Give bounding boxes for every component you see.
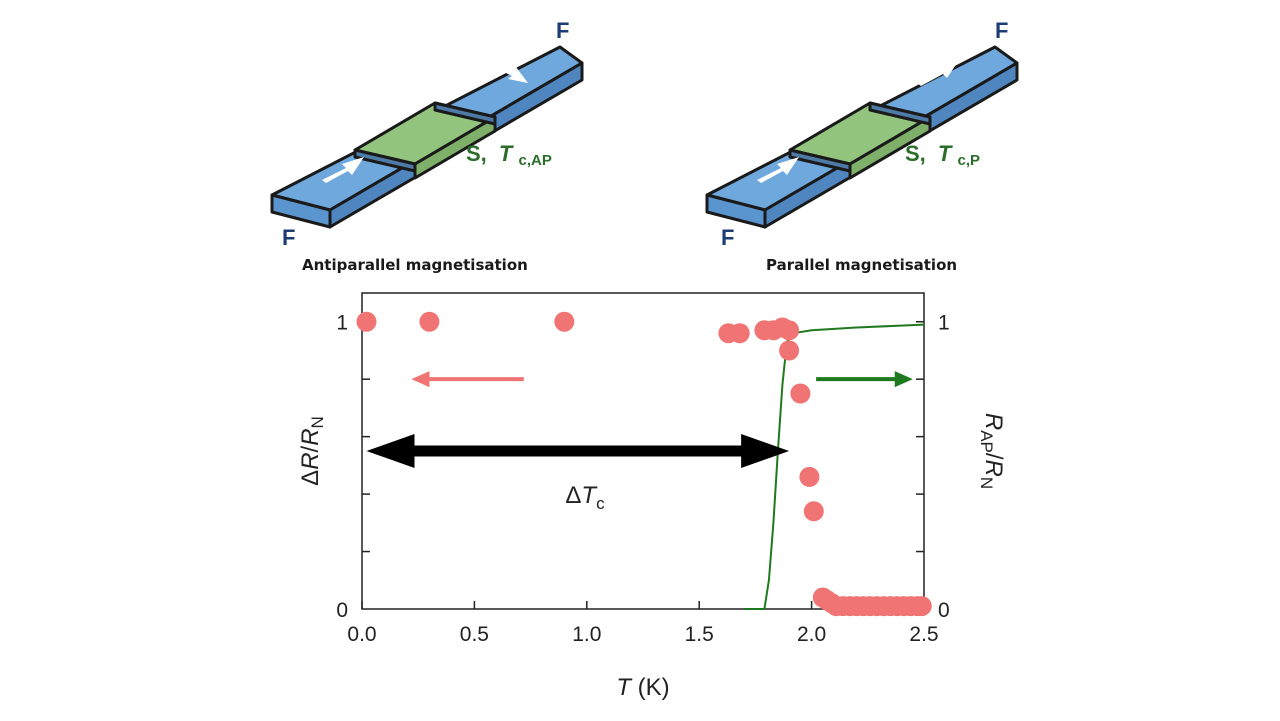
parallel-diagram: F F S, T c,P	[705, 18, 1019, 250]
y-right-axis-title: RAP/RN	[977, 413, 1007, 489]
y-right-tick-label: 1	[938, 312, 950, 335]
delta-tc-annotation: ΔTc	[565, 482, 605, 513]
x-tick-label: 1.0	[572, 623, 601, 646]
y-right-tick-label: 0	[938, 599, 950, 622]
x-tick-label: 1.5	[685, 623, 714, 646]
left-axis-arrow-head	[411, 371, 430, 388]
delta-tc-arrow-head-left	[366, 434, 415, 468]
data-point	[779, 320, 800, 341]
s-label: S, T c,P	[905, 141, 980, 169]
parallel-caption: Parallel magnetisation	[766, 256, 958, 274]
plot-frame	[361, 292, 925, 610]
f-label-top: F	[556, 18, 569, 43]
interface-left	[788, 148, 852, 173]
x-tick-label: 0.0	[347, 623, 376, 646]
interface-right	[433, 101, 497, 126]
interface-left	[353, 148, 417, 173]
x-tick-label: 2.0	[797, 623, 826, 646]
superconductor-side-face	[413, 115, 497, 180]
right-axis-arrow-head	[894, 371, 913, 388]
data-point	[419, 311, 440, 332]
rap-curve	[744, 323, 925, 610]
s-label: S, T c,AP	[466, 141, 552, 169]
data-point	[356, 311, 377, 332]
x-tick-label: 0.5	[460, 623, 489, 646]
data-point	[803, 501, 824, 522]
data-point	[799, 466, 820, 487]
superconductor-side-face	[848, 115, 932, 180]
magnetisation-arrow-left	[757, 157, 799, 183]
f-label-bottom: F	[721, 225, 734, 250]
x-tick-label: 2.5	[909, 623, 938, 646]
data-point	[554, 311, 575, 332]
data-point	[779, 340, 800, 361]
antiparallel-caption: Antiparallel magnetisation	[302, 256, 528, 274]
data-point	[790, 383, 811, 404]
f-label-bottom: F	[282, 225, 295, 250]
interface-right	[868, 101, 932, 126]
magnetisation-arrow-left	[322, 157, 364, 183]
y-left-tick-label: 1	[336, 312, 348, 335]
antiparallel-diagram: F F S, T c,AP	[270, 18, 584, 250]
data-point	[911, 596, 932, 617]
magnetisation-arrow-right	[488, 59, 528, 83]
f-label-top: F	[995, 18, 1008, 43]
y-left-axis-title: ΔR/RN	[297, 416, 327, 486]
y-left-tick-label: 0	[336, 599, 348, 622]
magnetisation-arrow-right	[917, 60, 959, 86]
data-point	[729, 323, 750, 344]
delta-tc-arrow-head-right	[741, 434, 790, 468]
x-axis-title: T (K)	[616, 674, 669, 701]
